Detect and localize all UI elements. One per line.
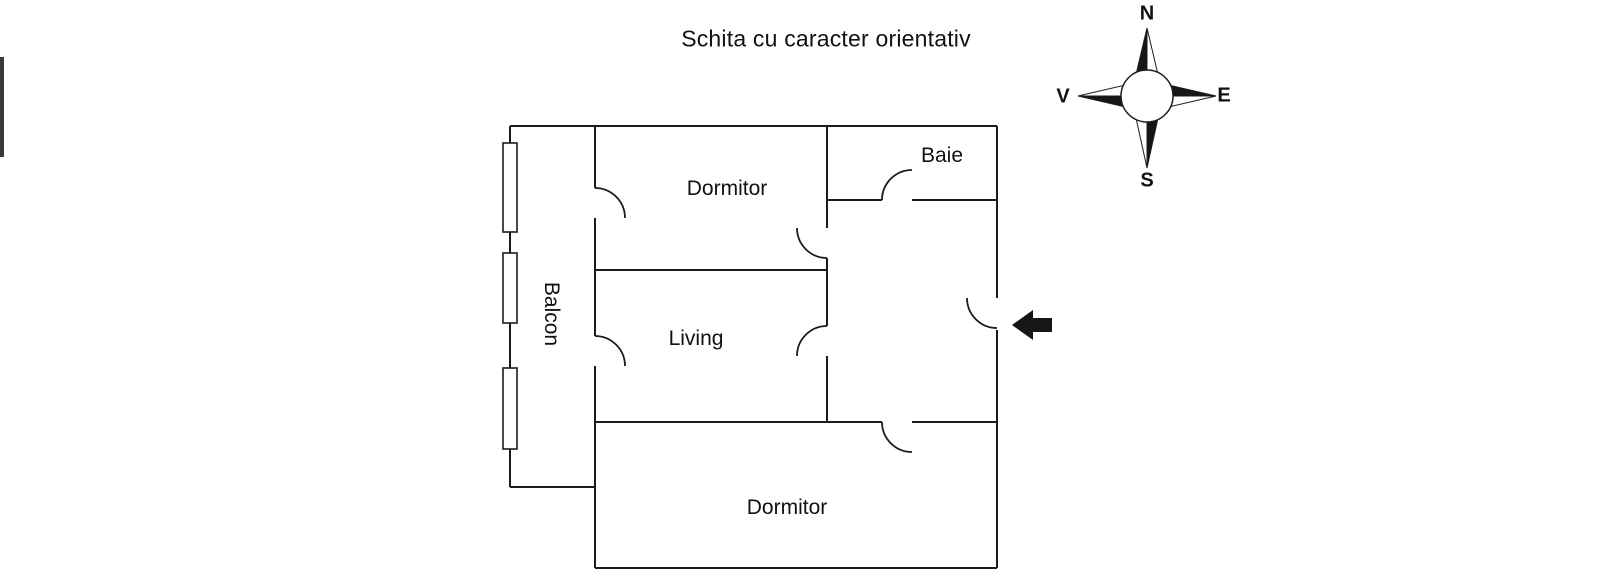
room-label-bedroom-bottom: Dormitor bbox=[746, 496, 828, 519]
room-label-living: Living bbox=[668, 327, 724, 350]
room-label-balcony: Balcon bbox=[540, 281, 563, 347]
door-arc-bedroom-top-hall bbox=[796, 227, 828, 259]
compass-label-north: N bbox=[1139, 2, 1155, 25]
door-arc-bathroom bbox=[881, 169, 913, 201]
room-label-bedroom-top: Dormitor bbox=[686, 177, 768, 200]
window-icon bbox=[502, 252, 518, 324]
door-arc-bedroom-bottom bbox=[881, 421, 913, 453]
screen-edge-artifact bbox=[0, 57, 4, 157]
window-icon bbox=[502, 367, 518, 450]
room-label-bathroom: Baie bbox=[920, 144, 964, 167]
compass-label-west: V bbox=[1056, 85, 1070, 108]
door-arc-living-hall bbox=[796, 325, 828, 357]
door-arc-entrance bbox=[966, 297, 998, 329]
compass-label-east: E bbox=[1217, 84, 1231, 107]
compass-label-south: S bbox=[1140, 169, 1154, 192]
entrance-arrow-icon bbox=[1012, 310, 1052, 340]
compass-rose-icon bbox=[1077, 27, 1217, 169]
sketch-title: Schita cu caracter orientativ bbox=[681, 25, 971, 52]
windows bbox=[502, 142, 518, 450]
door-arc-living-balcony bbox=[594, 335, 626, 367]
window-icon bbox=[502, 142, 518, 233]
door-arc-bedroom-top-balcony bbox=[594, 187, 626, 219]
door-arcs bbox=[594, 169, 998, 453]
